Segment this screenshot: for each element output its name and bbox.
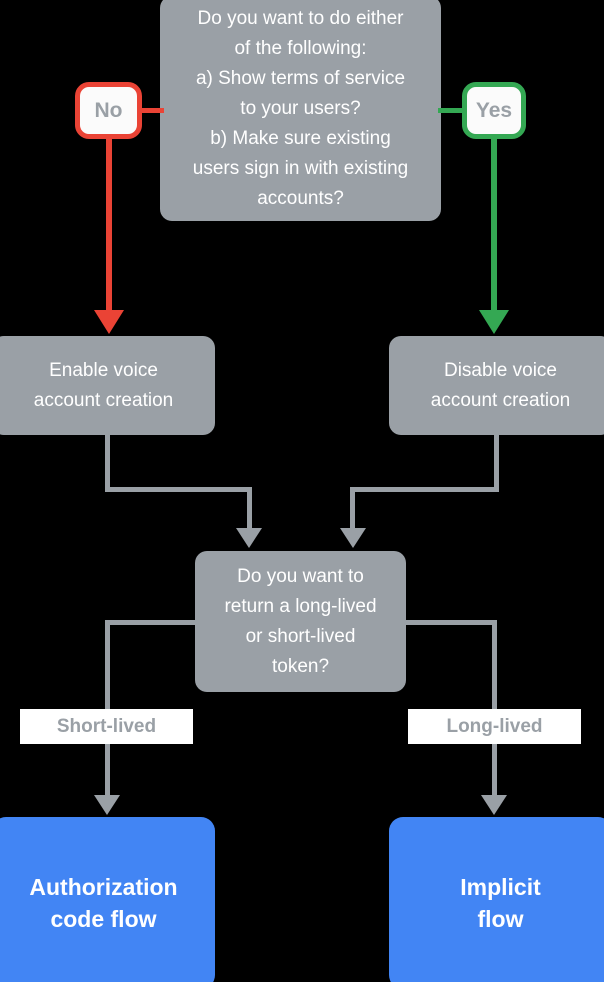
edge-no-to-enable-arrowhead bbox=[94, 310, 124, 334]
edge-disable-merge-line bbox=[350, 487, 355, 531]
edge-label-long-lived-text: Long-lived bbox=[446, 715, 543, 737]
terminal-node-implicit-flow-label: Implicit flow bbox=[460, 874, 541, 932]
edge-enable-merge-line bbox=[247, 487, 252, 531]
decision-node-question-one: Do you want to do either of the followin… bbox=[160, 0, 441, 221]
process-node-disable-voice-label: Disable voice account creation bbox=[430, 359, 571, 411]
edge-enable-across-line bbox=[105, 487, 252, 492]
process-node-disable-voice: Disable voice account creation bbox=[389, 336, 604, 435]
edge-label-long-lived: Long-lived bbox=[408, 709, 581, 744]
badge-answer-no-label: No bbox=[94, 98, 123, 122]
edge-label-short-lived-text: Short-lived bbox=[56, 715, 157, 737]
terminal-node-authorization-code-flow: Authorization code flow bbox=[0, 817, 215, 982]
edge-no-to-enable-line bbox=[106, 136, 112, 312]
process-node-enable-voice-label: Enable voice account creation bbox=[33, 359, 174, 411]
edge-disable-across-line bbox=[350, 487, 499, 492]
edge-yes-stub bbox=[438, 108, 466, 113]
badge-answer-no[interactable]: No bbox=[75, 82, 142, 139]
process-node-enable-voice: Enable voice account creation bbox=[0, 336, 215, 435]
edge-label-short-lived: Short-lived bbox=[20, 709, 193, 744]
decision-node-question-one-label: Do you want to do either of the followin… bbox=[192, 7, 409, 209]
edge-short-lived-across-line bbox=[105, 620, 200, 625]
edge-yes-to-disable-line bbox=[491, 136, 497, 312]
edge-yes-to-disable-arrowhead bbox=[479, 310, 509, 334]
edge-enable-merge-arrowhead bbox=[236, 528, 262, 548]
badge-answer-yes-label: Yes bbox=[475, 98, 513, 122]
terminal-node-authorization-code-flow-label: Authorization code flow bbox=[29, 874, 178, 932]
decision-node-question-two: Do you want to return a long-lived or sh… bbox=[195, 551, 406, 692]
badge-answer-yes[interactable]: Yes bbox=[462, 82, 526, 139]
terminal-node-implicit-flow: Implicit flow bbox=[389, 817, 604, 982]
edge-disable-merge-arrowhead bbox=[340, 528, 366, 548]
edge-enable-down-line bbox=[105, 433, 110, 490]
edge-short-lived-arrowhead bbox=[94, 795, 120, 815]
edge-long-lived-arrowhead bbox=[481, 795, 507, 815]
decision-node-question-two-label: Do you want to return a long-lived or sh… bbox=[224, 565, 377, 677]
edge-disable-down-line bbox=[494, 433, 499, 490]
edge-long-lived-across-line bbox=[401, 620, 494, 625]
edge-no-stub bbox=[136, 108, 164, 113]
